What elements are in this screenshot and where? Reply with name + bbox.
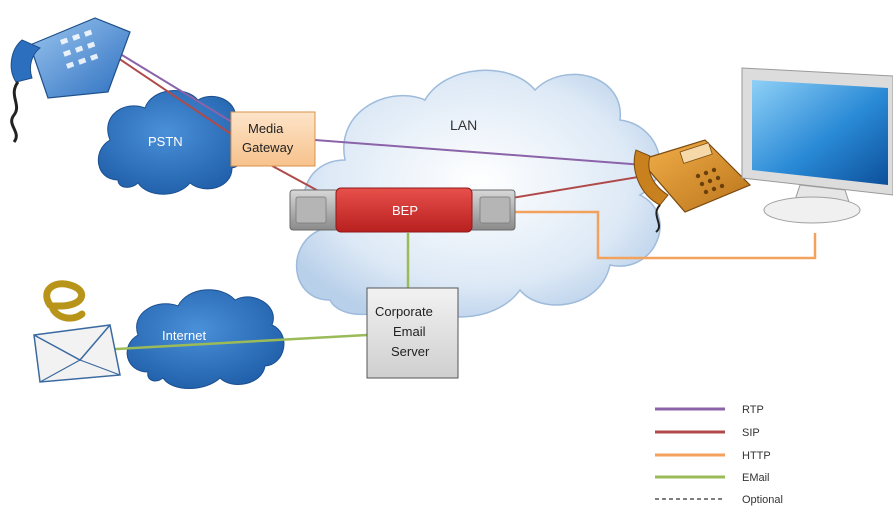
email-server[interactable]: Corporate Email Server (366, 287, 459, 379)
legend: RTP SIP HTTP EMail Optional (655, 404, 783, 506)
media-gateway[interactable]: Media Gateway (230, 111, 316, 167)
desk-phone-icon (10, 17, 131, 143)
legend-label-http: HTTP (742, 450, 771, 462)
ip-phone-icon (633, 139, 752, 233)
email-link-client-server (97, 333, 368, 352)
media-gateway-label-line2: Gateway (242, 140, 294, 155)
lan-label: LAN (450, 117, 477, 133)
http-link-bep-monitor (470, 210, 817, 260)
legend-label-rtp: RTP (742, 404, 764, 416)
media-gateway-label-line1: Media (248, 121, 284, 136)
pstn-label: PSTN (148, 134, 183, 149)
internet-label: Internet (162, 328, 206, 343)
legend-label-email: EMail (742, 472, 770, 484)
monitor-icon (741, 67, 893, 224)
internet-cloud: Internet (126, 289, 285, 389)
sip-link-phone-gateway (117, 57, 241, 141)
email-server-label-line3: Server (391, 344, 430, 359)
email-envelope-icon (33, 280, 121, 383)
bep-label: BEP (392, 203, 418, 218)
email-server-label-line1: Corporate (375, 304, 433, 319)
email-server-label-line2: Email (393, 324, 426, 339)
legend-label-optional: Optional (742, 494, 783, 506)
legend-label-sip: SIP (742, 427, 760, 439)
rtp-link-gateway-ipphone (314, 139, 646, 166)
rtp-link-phone-gateway (121, 54, 246, 131)
pstn-cloud: PSTN (97, 90, 249, 195)
bep-appliance[interactable]: BEP (289, 187, 516, 233)
